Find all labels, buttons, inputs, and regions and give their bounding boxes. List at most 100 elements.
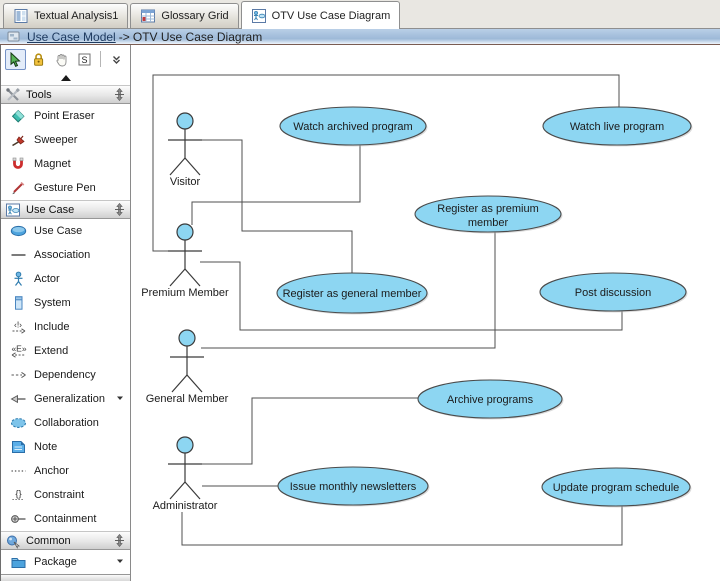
section-header-tools[interactable]: Tools	[1, 85, 130, 104]
association-administrator-archive-programs[interactable]	[202, 397, 418, 465]
use-case-watch-archived-program[interactable]: Watch archived program	[279, 106, 428, 147]
use-case-label: Update program schedule	[553, 482, 680, 494]
association-premium-member-watch-live-program[interactable]	[152, 74, 620, 252]
scroll-up-icon	[60, 73, 72, 85]
breadcrumb-link-use-case-model[interactable]: Use Case Model	[27, 29, 116, 44]
tab-otv-use-case-diagram[interactable]: OTV Use Case Diagram	[240, 1, 401, 29]
dropdown-caret-icon[interactable]	[116, 394, 126, 404]
move-icon[interactable]	[114, 87, 125, 102]
actor-label: General Member	[146, 393, 229, 405]
palette-item-label: Extend	[34, 345, 69, 357]
use-case-label: Post discussion	[575, 287, 651, 299]
palette-item-label: Constraint	[34, 489, 85, 501]
palette-item-anchor[interactable]: Anchor	[1, 459, 130, 483]
association-premium-member-post-discussion[interactable]	[200, 261, 623, 331]
palette-item-actor[interactable]: Actor	[1, 267, 130, 291]
palette-item-containment[interactable]: Containment	[1, 507, 130, 531]
palette-item-constraint[interactable]: {} Constraint	[1, 483, 130, 507]
containment-icon	[10, 511, 27, 527]
palette-item-label: Gesture Pen	[34, 182, 96, 194]
pan-hand-button[interactable]	[51, 49, 72, 70]
toolbar-separator	[100, 51, 101, 67]
palette-item-sweeper[interactable]: Sweeper	[1, 128, 130, 152]
system-icon	[10, 295, 27, 311]
association-general-member-register-as-premium-member[interactable]	[201, 232, 496, 349]
constraint-icon: {}	[10, 487, 27, 503]
move-icon[interactable]	[114, 202, 125, 217]
section-header-use-case[interactable]: Use Case	[1, 200, 130, 219]
use-case-label: Issue monthly newsletters	[290, 481, 417, 493]
actor-general-member[interactable]: General Member	[146, 329, 229, 405]
palette-item-system[interactable]: System	[1, 291, 130, 315]
use-case-watch-live-program[interactable]: Watch live program	[542, 106, 693, 147]
tools-icon	[5, 87, 21, 103]
use-case-update-program-schedule[interactable]: Update program schedule	[541, 467, 692, 508]
section-title: Tools	[26, 88, 52, 101]
tab-textual-analysis1[interactable]: Textual Analysis1	[3, 3, 129, 28]
use-case-label: Watch live program	[570, 121, 664, 133]
svg-text:S: S	[81, 55, 87, 65]
actor-label: Visitor	[170, 176, 201, 188]
collapse-chevron-icon	[110, 53, 123, 66]
sweeper-icon	[10, 132, 27, 148]
palette-item-include[interactable]: ‹!›Include	[1, 315, 130, 339]
lock-button[interactable]	[28, 49, 49, 70]
select-cursor-button[interactable]	[5, 48, 26, 70]
svg-text:{}: {}	[15, 489, 21, 500]
s-mode-button[interactable]: S	[74, 49, 95, 70]
s-icon: S	[77, 52, 92, 67]
palette-item-note[interactable]: Note	[1, 435, 130, 459]
tab-label: Glossary Grid	[161, 10, 229, 22]
palette-item-point-eraser[interactable]: Point Eraser	[1, 104, 130, 128]
hand-icon	[54, 52, 69, 67]
svg-text:‹!›: ‹!›	[14, 320, 22, 330]
palette-item-use-case[interactable]: Use Case	[1, 219, 130, 243]
use-case-label: member	[468, 217, 509, 229]
association-administrator-update-program-schedule[interactable]	[181, 506, 623, 546]
palette-item-label: Sweeper	[34, 134, 78, 146]
palette-item-label: Package	[34, 556, 77, 568]
association-visitor-register-as-general-member[interactable]	[201, 139, 353, 273]
actor-icon	[10, 271, 27, 287]
actor-administrator[interactable]: Administrator	[153, 436, 218, 512]
move-icon[interactable]	[114, 533, 125, 548]
point-eraser-icon	[10, 108, 27, 124]
use-case-post-discussion[interactable]: Post discussion	[539, 272, 688, 313]
section-header-common[interactable]: Common	[1, 531, 130, 550]
use-case-register-as-premium-member[interactable]: Register as premium member	[414, 195, 563, 234]
palette-item-association[interactable]: Association	[1, 243, 130, 267]
palette-item-label: Actor	[34, 273, 60, 285]
palette-item-dependency[interactable]: Dependency	[1, 363, 130, 387]
palette-item-package[interactable]: Package	[1, 550, 130, 574]
tab-label: OTV Use Case Diagram	[271, 9, 391, 22]
palette-item-collaboration[interactable]: Collaboration	[1, 411, 130, 435]
palette-overflow-button[interactable]	[106, 49, 127, 70]
use-case-issue-monthly-newsletters[interactable]: Issue monthly newsletters	[277, 466, 430, 507]
glossary-grid-icon	[140, 8, 156, 24]
palette-item-magnet[interactable]: Magnet	[1, 152, 130, 176]
palette-item-label: Dependency	[34, 369, 96, 381]
use-case-icon	[10, 223, 27, 239]
use-case-label: Archive programs	[447, 394, 534, 406]
actor-premium-member[interactable]: Premium Member	[141, 223, 229, 299]
palette-item-gesture-pen[interactable]: Gesture Pen	[1, 176, 130, 200]
dropdown-caret-icon[interactable]	[116, 557, 126, 567]
use-case-label: Register as premium	[437, 203, 538, 215]
palette-item-label: Anchor	[34, 465, 69, 477]
palette-item-generalization[interactable]: Generalization	[1, 387, 130, 411]
breadcrumb-current: OTV Use Case Diagram	[132, 29, 263, 44]
palette-item-extend[interactable]: «E»Extend	[1, 339, 130, 363]
association-watch-archived-program-premium-member[interactable]	[191, 145, 361, 225]
palette-scroll-up[interactable]	[1, 72, 130, 85]
actor-visitor[interactable]: Visitor	[168, 112, 202, 188]
tab-glossary-grid[interactable]: Glossary Grid	[130, 3, 239, 28]
use-case-register-as-general-member[interactable]: Register as general member	[276, 272, 429, 315]
cursor-icon	[8, 51, 23, 67]
use-case-label: Register as general member	[283, 288, 422, 300]
package-icon	[10, 554, 27, 570]
use-case-archive-programs[interactable]: Archive programs	[417, 379, 564, 420]
palette-item-label: Association	[34, 249, 91, 261]
